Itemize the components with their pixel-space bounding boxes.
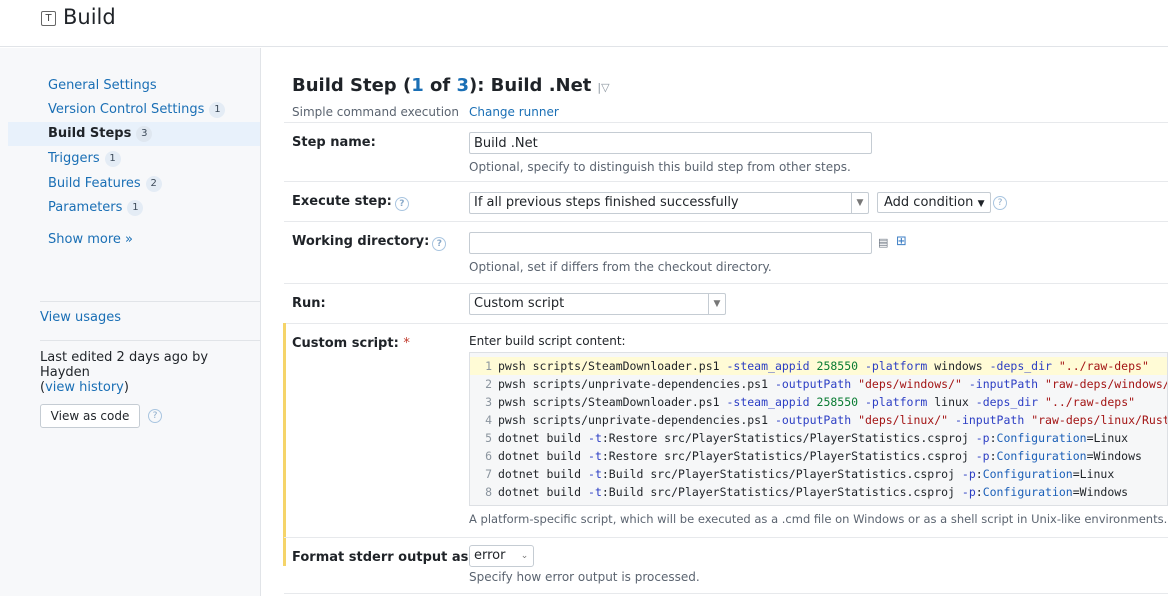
last-edited-text: Last edited 2 days ago by Hayden xyxy=(40,350,209,380)
run-row: Run: Custom script ▼ xyxy=(284,284,1168,324)
step-total-link[interactable]: 3 xyxy=(456,75,469,96)
last-edited-info: Last edited 2 days ago by Hayden(view hi… xyxy=(40,350,209,395)
custom-script-label-text: Custom script: xyxy=(292,336,399,351)
add-condition-button[interactable]: Add condition ▼ xyxy=(877,192,992,213)
sidebar-item-label: Build Features xyxy=(48,176,141,191)
working-directory-label-text: Working directory: xyxy=(292,234,430,249)
count-badge: 1 xyxy=(104,151,121,167)
required-mark: * xyxy=(403,336,410,351)
custom-script-row: Custom script: * Enter build script cont… xyxy=(284,324,1168,538)
sidebar-item-triggers[interactable]: Triggers 1 xyxy=(8,147,260,171)
format-stderr-label: Format stderr output as: xyxy=(292,550,474,565)
working-directory-hint: Optional, set if differs from the checko… xyxy=(469,260,772,274)
sidebar-item-label: Version Control Settings xyxy=(48,102,205,117)
sidebar-item-general-settings[interactable]: General Settings xyxy=(8,74,260,98)
sidebar-item-label: Parameters xyxy=(48,200,123,215)
sidebar: General Settings Version Control Setting… xyxy=(0,48,261,596)
format-stderr-row: Format stderr output as: error ⌄ Specify… xyxy=(284,538,1168,594)
sidebar-item-label: Triggers xyxy=(48,151,100,166)
step-title-prefix: Build Step ( xyxy=(292,75,412,96)
line-number: 5 xyxy=(485,431,492,445)
step-name-row: Step name: Optional, specify to distingu… xyxy=(284,122,1168,182)
sidebar-item-build-steps[interactable]: Build Steps 3 xyxy=(8,122,260,146)
line-number: 8 xyxy=(485,485,492,499)
chevron-down-icon: ⌄ xyxy=(520,551,529,561)
step-title: Build Step (1 of 3): Build .Net |▽ xyxy=(292,75,610,96)
execute-step-select[interactable]: If all previous steps finished successfu… xyxy=(469,192,869,214)
custom-script-label: Custom script: * xyxy=(292,336,410,351)
run-value: Custom script xyxy=(474,296,565,311)
line-number: 1 xyxy=(485,359,492,373)
runner-description: Simple command execution xyxy=(292,105,459,119)
question-circle-icon[interactable]: ? xyxy=(432,237,447,251)
required-field-highlight xyxy=(283,323,286,566)
line-number: 7 xyxy=(485,467,492,481)
step-name-hint: Optional, specify to distinguish this bu… xyxy=(469,160,851,174)
sidebar-divider xyxy=(40,340,260,341)
sidebar-item-version-control-settings[interactable]: Version Control Settings 1 xyxy=(8,98,260,122)
format-stderr-hint: Specify how error output is processed. xyxy=(469,570,700,584)
sidebar-divider xyxy=(40,301,260,302)
step-title-of: of xyxy=(423,75,457,96)
chevron-down-icon: ▼ xyxy=(851,193,868,213)
build-config-logo-icon: T xyxy=(41,11,56,26)
execute-step-value: If all previous steps finished successfu… xyxy=(474,195,739,210)
chevron-down-icon: ▼ xyxy=(708,294,725,314)
custom-script-prompt: Enter build script content: xyxy=(469,334,626,348)
main-content: Build Step (1 of 3): Build .Net|▽ Simple… xyxy=(262,48,1168,596)
top-header: T Build xyxy=(0,0,1168,47)
format-stderr-select[interactable]: error ⌄ xyxy=(469,545,534,567)
add-condition-label: Add condition xyxy=(884,195,974,210)
line-number: 2 xyxy=(485,377,492,391)
step-index-link[interactable]: 1 xyxy=(411,75,424,96)
question-circle-icon[interactable]: ? xyxy=(148,409,162,423)
step-name-label: Step name: xyxy=(292,135,376,150)
run-select[interactable]: Custom script ▼ xyxy=(469,293,726,315)
change-runner-link[interactable]: Change runner xyxy=(468,105,559,119)
question-circle-icon[interactable]: ? xyxy=(394,197,409,211)
execute-step-row: Execute step:? If all previous steps fin… xyxy=(284,182,1168,222)
working-directory-input[interactable] xyxy=(469,232,872,254)
step-name-input[interactable] xyxy=(469,132,872,154)
line-number: 6 xyxy=(485,449,492,463)
question-circle-icon[interactable]: ? xyxy=(993,196,1007,210)
runner-line: Simple command execution Change runner xyxy=(292,105,559,119)
sidebar-item-build-features[interactable]: Build Features 2 xyxy=(8,172,260,196)
view-usages-link[interactable]: View usages xyxy=(40,310,121,325)
working-directory-label: Working directory:? xyxy=(292,234,447,251)
execute-step-label-text: Execute step: xyxy=(292,194,392,209)
run-label: Run: xyxy=(292,296,326,311)
page-title: Build xyxy=(63,5,116,29)
sidebar-item-label: General Settings xyxy=(48,78,157,93)
view-history-link[interactable]: view history xyxy=(45,380,124,395)
sidebar-item-parameters[interactable]: Parameters 1 xyxy=(8,196,260,220)
sidebar-item-label: Build Steps xyxy=(48,126,132,141)
show-more-link[interactable]: Show more » xyxy=(48,232,133,247)
line-number: 4 xyxy=(485,413,492,427)
count-badge: 1 xyxy=(127,200,144,216)
step-actions-chevron-down-icon[interactable]: |▽ xyxy=(597,81,610,94)
count-badge: 2 xyxy=(145,176,162,192)
custom-script-hint: A platform-specific script, which will b… xyxy=(469,512,1168,526)
view-as-code-button[interactable]: View as code xyxy=(40,404,140,428)
format-stderr-value: error xyxy=(474,548,506,563)
execute-step-label: Execute step:? xyxy=(292,194,409,211)
step-title-suffix: ): Build .Net xyxy=(468,75,592,96)
tree-icon[interactable]: ⊞ xyxy=(896,234,907,249)
working-directory-row: Working directory:? ▤ ⊞ Optional, set if… xyxy=(284,222,1168,284)
line-number: 3 xyxy=(485,395,492,409)
count-badge: 1 xyxy=(209,102,226,118)
file-list-icon[interactable]: ▤ xyxy=(878,236,889,249)
count-badge: 3 xyxy=(136,126,153,142)
chevron-down-icon: ▼ xyxy=(977,199,985,209)
